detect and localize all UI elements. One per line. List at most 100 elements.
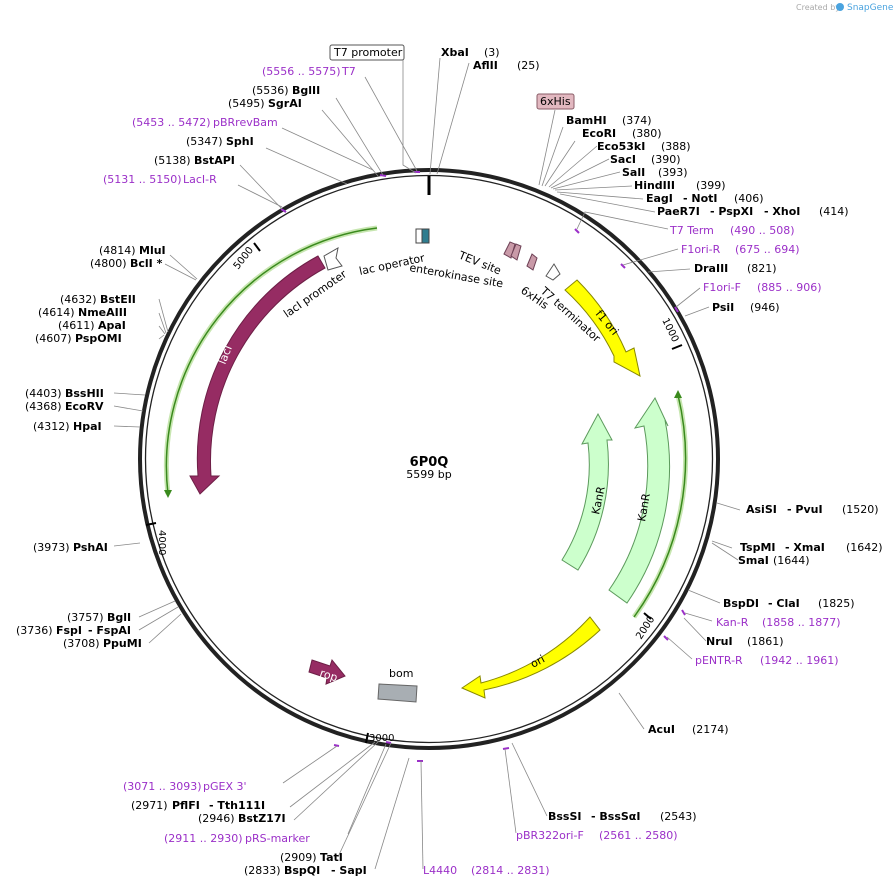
- primer-f1ori-f: F1ori-F: [703, 281, 741, 294]
- feature-bom: [377, 683, 418, 703]
- connector-lines: [113, 57, 741, 870]
- primer-prs: pRS-marker: [245, 832, 310, 845]
- svg-text:5000: 5000: [232, 245, 256, 272]
- site-nrui: NruI: [706, 635, 733, 648]
- site-xhoi-pos: (414): [819, 205, 849, 218]
- feature-lac-operator-box: [415, 228, 423, 244]
- feature-enterokinase-site: [510, 243, 522, 261]
- site-pspomi-pos: (4607): [35, 332, 72, 345]
- tick-5000: 5000: [232, 242, 261, 272]
- site-bsssi-pos: (2543): [660, 810, 697, 823]
- feature-ori: [460, 616, 601, 699]
- site-bamhi-pos: (374): [622, 114, 652, 127]
- primer-arc-right-line: [633, 394, 687, 618]
- site-bsteii-pos: (4632): [60, 293, 97, 306]
- primer-laci-r: LacI-R: [183, 173, 217, 186]
- plasmid-length: 5599 bp: [406, 468, 451, 481]
- primer-l4440: L4440: [423, 864, 457, 877]
- site-bsshii: BssHII: [65, 387, 104, 400]
- site-bstapi: BstAPI: [194, 154, 235, 167]
- site-pflfi: PflFI: [172, 799, 200, 812]
- feature-lac-operator-cds: [421, 228, 430, 244]
- site-bspqi-pos: (2833): [244, 864, 281, 877]
- site-ecori: EcoRI: [582, 127, 616, 140]
- site-tati-pos: (2909): [280, 851, 317, 864]
- primer-t7term-range: (490 .. 508): [730, 224, 795, 237]
- site-eagi: EagI: [646, 192, 673, 205]
- feature-t7-terminator: [545, 263, 561, 281]
- site-bstz17i: BstZ17I: [238, 812, 286, 825]
- site-pshai: PshAI: [73, 541, 108, 554]
- site-xbai-pos: (3): [484, 46, 500, 59]
- his-tag-box: 6xHis: [536, 93, 575, 110]
- credit-text: Created by: [796, 3, 840, 12]
- svg-text:T7 promoter: T7 promoter: [333, 46, 403, 59]
- primer-pgex: pGEX 3': [203, 780, 247, 793]
- site-hpai: HpaI: [73, 420, 102, 433]
- site-eco53ki: Eco53kI: [597, 140, 645, 153]
- site-bstapi-pos: (5138): [154, 154, 191, 167]
- primer-pbrrevbam: pBRrevBam: [213, 116, 278, 129]
- primer-arrow-left-icon: [164, 490, 172, 498]
- site-ecorv-pos: (4368): [25, 400, 62, 413]
- site-bsssai: - BssSαI: [591, 810, 640, 823]
- tick-1000: 1000: [659, 316, 683, 350]
- site-bspdi: BspDI: [723, 597, 759, 610]
- site-clai: - ClaI: [768, 597, 800, 610]
- t7-promoter-box: T7 promoter: [329, 44, 405, 61]
- primer-kan-r-range: (1858 .. 1877): [762, 616, 841, 629]
- primer-arc-left-line: [165, 227, 378, 495]
- site-fspi-pos: (3736): [16, 624, 53, 637]
- site-bglii-pos: (5536): [252, 84, 289, 97]
- site-clai-pos: (1825): [818, 597, 855, 610]
- tick-4000: 4000: [145, 522, 167, 555]
- brand-text: SnapGene: [847, 3, 894, 13]
- site-pshai-pos: (3973): [33, 541, 70, 554]
- primer-arrow-right-icon: [674, 390, 682, 398]
- site-ecorv: EcoRV: [65, 400, 104, 413]
- site-ppumi: PpuMI: [103, 637, 142, 650]
- tick-3000: 3000: [365, 732, 394, 744]
- feature-kanr-outer-label: KanR: [635, 492, 653, 523]
- site-ecori-pos: (380): [632, 127, 662, 140]
- snapgene-logo-icon: [836, 3, 844, 11]
- site-xhoi: - XhoI: [764, 205, 800, 218]
- site-saci-pos: (390): [651, 153, 681, 166]
- site-fspai: - FspAI: [88, 624, 131, 637]
- site-tspmi: TspMI: [740, 541, 776, 554]
- site-apai: ApaI: [98, 319, 126, 332]
- feature-laci-promoter: [323, 247, 343, 271]
- feature-f1-ori: [564, 279, 641, 377]
- site-sgrai-pos: (5495): [228, 97, 265, 110]
- primer-l4440-range: (2814 .. 2831): [471, 864, 550, 877]
- site-nmeaiii-pos: (4614): [38, 306, 75, 319]
- primer-f1ori-r-range: (675 .. 694): [735, 243, 800, 256]
- plasmid-name: 6P0Q: [410, 455, 449, 470]
- site-xmai: - XmaI: [785, 541, 825, 554]
- feature-laci: [189, 255, 326, 495]
- site-bglii: BglII: [292, 84, 320, 97]
- feature-ori-label: ori: [528, 652, 547, 670]
- site-bstz17i-pos: (2946): [198, 812, 235, 825]
- site-pspomi: PspOMI: [75, 332, 122, 345]
- site-eco53ki-pos: (388): [661, 140, 691, 153]
- svg-text:4000: 4000: [156, 530, 167, 555]
- feature-kanr-outer: [608, 396, 671, 604]
- site-tth111i: - Tth111I: [209, 799, 265, 812]
- primer-prs-range: (2911 .. 2930): [164, 832, 243, 845]
- feature-tev-site: [503, 241, 516, 259]
- site-hindiii: HindIII: [634, 179, 675, 192]
- site-noti: - NotI: [683, 192, 718, 205]
- site-mlui-pos: (4814): [99, 244, 136, 257]
- site-draiii: DraIII: [694, 262, 728, 275]
- site-sapi: - SapI: [331, 864, 367, 877]
- primer-pbr322: pBR322ori-F: [516, 829, 584, 842]
- site-bsssi: BssSI: [548, 810, 582, 823]
- primer-f1ori-f-range: (885 .. 906): [757, 281, 822, 294]
- site-pvui: - PvuI: [787, 503, 823, 516]
- site-mlui: MluI: [139, 244, 166, 257]
- site-noti-pos: (406): [734, 192, 764, 205]
- site-psii-pos: (946): [750, 301, 780, 314]
- primer-t7-range: (5556 .. 5575): [262, 65, 341, 78]
- site-bsshii-pos: (4403): [25, 387, 62, 400]
